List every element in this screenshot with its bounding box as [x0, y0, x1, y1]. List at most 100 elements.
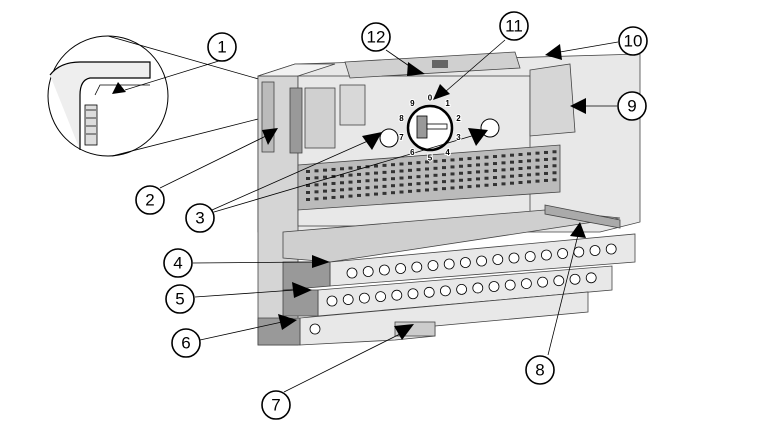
connector-pin [348, 173, 353, 177]
connector-pin [391, 177, 395, 181]
terminal-screw[interactable] [309, 323, 321, 335]
connector-pin [425, 181, 429, 185]
connector-pin [374, 164, 378, 168]
terminal-screw[interactable] [553, 275, 565, 287]
connector-pin [484, 183, 489, 187]
connector-pin [476, 170, 480, 174]
connector-pin [391, 163, 395, 167]
connector-pin [433, 159, 438, 163]
connector-pin [348, 166, 353, 170]
dial-number: 2 [456, 114, 461, 123]
terminal-screw[interactable] [476, 255, 488, 267]
connector-pin [382, 163, 387, 167]
connector-pin [331, 181, 336, 185]
connector-pin [518, 160, 523, 163]
connector-pin [467, 171, 472, 175]
terminal-screw[interactable] [488, 281, 500, 292]
connector-pin [450, 165, 455, 169]
connector-pin [459, 164, 463, 168]
connector-pin [365, 179, 370, 183]
connector-pin [348, 194, 353, 198]
connector-pin [408, 168, 412, 172]
terminal-screw[interactable] [391, 289, 403, 301]
connector-pin [510, 174, 514, 178]
connector-pin [501, 182, 506, 186]
terminal-screw[interactable] [378, 264, 390, 276]
callout-label: 1 [217, 38, 226, 57]
terminal-screw[interactable] [537, 276, 548, 288]
terminal-screw[interactable] [362, 266, 374, 277]
terminal-screw[interactable] [585, 272, 597, 284]
terminal-screw[interactable] [504, 279, 516, 291]
terminal-screw[interactable] [407, 288, 419, 300]
connector-pin [544, 171, 548, 175]
connector-pin [357, 179, 361, 183]
connector-pin [374, 171, 378, 175]
dial-number: 3 [456, 133, 461, 142]
connector-pin [501, 175, 506, 179]
terminal-screw[interactable] [573, 246, 585, 258]
terminal-screw[interactable] [569, 273, 581, 285]
terminal-screw[interactable] [358, 292, 370, 304]
connector-pin [399, 169, 404, 173]
connector-pin [416, 182, 421, 186]
connector-pin [365, 186, 370, 190]
connector-pin [425, 174, 429, 178]
dial-number: 6 [410, 148, 415, 157]
connector-pin [450, 179, 455, 183]
callout-12: 12 [361, 22, 391, 52]
connector-pin [416, 161, 421, 165]
dial-number: 4 [445, 148, 450, 157]
connector-pin [544, 157, 548, 161]
connector-pin [535, 172, 540, 176]
connector-pin [382, 184, 387, 188]
terminal-screw[interactable] [411, 261, 423, 273]
terminal-screw[interactable] [342, 294, 354, 305]
callout-3: 3 [185, 203, 215, 233]
connector-pin [408, 161, 412, 165]
terminal-screw[interactable] [346, 267, 358, 279]
terminal-screw[interactable] [423, 286, 435, 298]
callout-label: 5 [175, 290, 184, 309]
terminal-cover [544, 204, 621, 229]
terminal-screw[interactable] [395, 263, 407, 274]
terminal-screw[interactable] [492, 254, 504, 265]
terminal-screw[interactable] [443, 258, 455, 270]
connector-pin [552, 164, 557, 168]
terminal-screw[interactable] [605, 243, 617, 255]
terminal-screw[interactable] [521, 278, 532, 290]
terminal-screw[interactable] [557, 248, 568, 259]
connector-pin [442, 159, 446, 163]
callout-label: 3 [195, 209, 204, 228]
terminal-screw[interactable] [508, 252, 520, 264]
connector-pin [467, 157, 472, 161]
connector-pin [374, 185, 378, 189]
connector-pin [518, 167, 523, 170]
terminal-screw[interactable] [427, 260, 439, 271]
terminal-screw[interactable] [375, 291, 387, 303]
connector-pin [314, 176, 319, 180]
connector-pin [399, 190, 404, 194]
connector-pin [493, 183, 497, 187]
callout-11: 11 [499, 11, 529, 41]
connector-pin [459, 171, 463, 175]
connector-pin [476, 184, 480, 188]
connector-pin [527, 159, 531, 163]
connector-pin [391, 170, 395, 174]
terminal-screw[interactable] [456, 283, 468, 295]
callout-label: 4 [173, 254, 182, 273]
callout-4: 4 [163, 248, 193, 278]
connector-pin [484, 176, 489, 180]
callout-5: 5 [165, 284, 195, 314]
terminal-screw[interactable] [459, 257, 471, 268]
terminal-screw[interactable] [472, 282, 484, 294]
terminal-screw[interactable] [524, 251, 536, 262]
rotary-switch[interactable] [406, 104, 454, 152]
connector-pin [552, 171, 557, 175]
connector-pin [374, 192, 378, 196]
terminal-screw[interactable] [439, 285, 451, 297]
terminal-screw[interactable] [326, 295, 338, 307]
connector-pin [348, 187, 353, 191]
terminal-screw[interactable] [541, 249, 552, 261]
terminal-screw[interactable] [589, 245, 601, 256]
